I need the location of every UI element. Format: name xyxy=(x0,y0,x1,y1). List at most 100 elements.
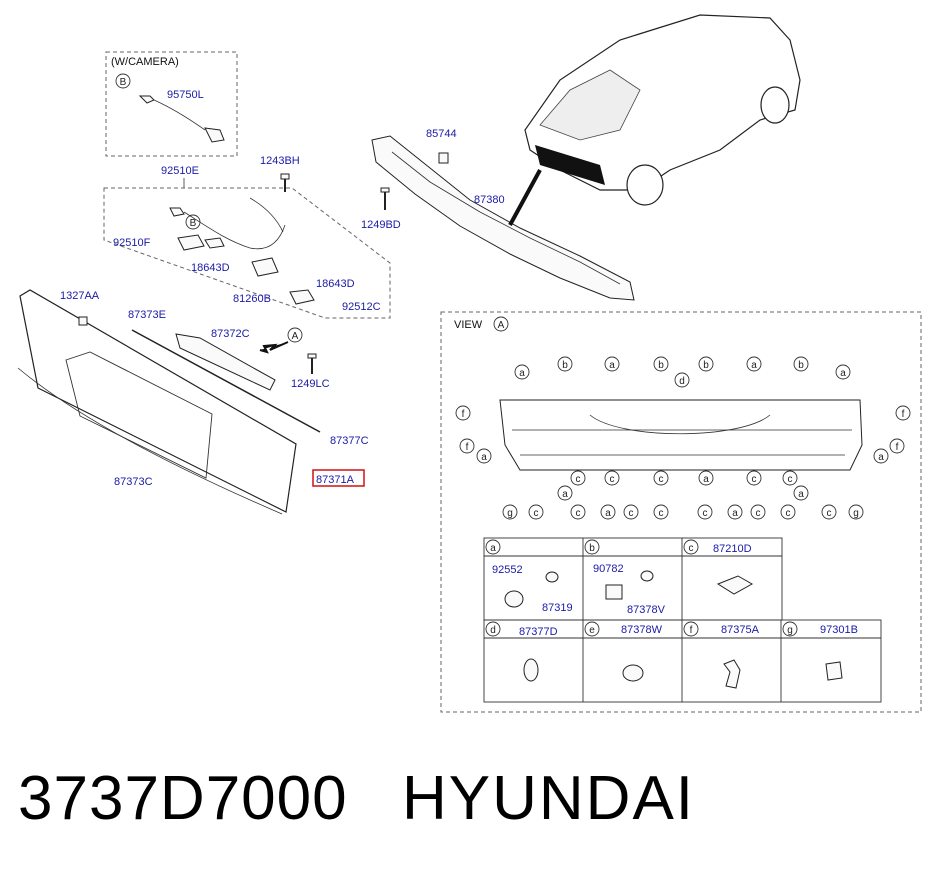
svg-text:a: a xyxy=(519,368,525,379)
svg-text:c: c xyxy=(576,474,581,485)
table-letter-b: b xyxy=(584,539,600,555)
callout-bottom-11: c xyxy=(821,504,837,520)
callout-mid-6: c xyxy=(746,470,762,486)
part-1249LC: 1249LC xyxy=(291,378,330,390)
svg-text:A: A xyxy=(292,331,299,342)
screw-icon-92552 xyxy=(504,571,559,608)
part-18643D-right: 18643D xyxy=(316,278,355,290)
svg-text:f: f xyxy=(902,409,905,420)
callout-left-f1: f xyxy=(455,405,471,421)
part-87380: 87380 xyxy=(474,194,505,206)
callout-b-camera: B xyxy=(115,73,131,89)
garnish-panel-87371A xyxy=(17,289,297,515)
callout-mid-2: c xyxy=(570,470,586,486)
svg-text:g: g xyxy=(853,508,859,519)
callout-left-f2: f xyxy=(459,438,475,454)
callout-top-6: a xyxy=(746,356,762,372)
svg-text:c: c xyxy=(659,508,664,519)
svg-text:c: c xyxy=(756,508,761,519)
callout-right-f2: f xyxy=(889,438,905,454)
callout-bottom-10: c xyxy=(780,504,796,520)
part-1249BD: 1249BD xyxy=(361,219,401,231)
bolt-icon-1243BH xyxy=(280,173,290,192)
callout-top-4: b xyxy=(653,356,669,372)
callout-view-a: A xyxy=(493,316,509,332)
svg-text:e: e xyxy=(589,625,595,636)
part-1327AA: 1327AA xyxy=(60,290,100,302)
harness-assembly-icon xyxy=(169,197,315,305)
view-label: VIEW xyxy=(454,319,483,331)
clip-icon-85744 xyxy=(438,152,449,164)
part-87373C: 87373C xyxy=(114,476,153,488)
part-18643D-left: 18643D xyxy=(191,262,230,274)
part-92512C: 92512C xyxy=(342,301,381,313)
callout-top-8: a xyxy=(835,364,851,380)
callout-mid-8: a xyxy=(793,485,809,501)
svg-text:a: a xyxy=(609,360,615,371)
clip-icon-87375A xyxy=(723,659,741,689)
callout-right-a: a xyxy=(873,448,889,464)
svg-text:c: c xyxy=(786,508,791,519)
parts-legend-table xyxy=(483,537,882,703)
part-87371A: 87371A xyxy=(316,474,355,486)
bracket-87380-icon xyxy=(371,135,635,301)
svg-text:a: a xyxy=(798,489,804,500)
svg-text:c: c xyxy=(659,474,664,485)
callout-top-1: a xyxy=(514,364,530,380)
part-87372C: 87372C xyxy=(211,328,250,340)
callout-mid-3: c xyxy=(604,470,620,486)
svg-text:c: c xyxy=(610,474,615,485)
svg-text:d: d xyxy=(490,625,496,636)
svg-text:a: a xyxy=(751,360,757,371)
callout-bottom-2: c xyxy=(528,504,544,520)
part-81260B: 81260B xyxy=(233,293,271,305)
svg-text:f: f xyxy=(462,409,465,420)
washer-icon-87378W xyxy=(622,664,644,682)
bolt-icon-1249LC xyxy=(307,353,317,374)
table-letter-g: g xyxy=(782,621,798,637)
clip-icon-87210D xyxy=(716,575,754,595)
part-87373E: 87373E xyxy=(128,309,166,321)
svg-text:b: b xyxy=(798,360,804,371)
table-f-part-1: 87375A xyxy=(721,624,760,636)
svg-text:a: a xyxy=(878,452,884,463)
svg-text:c: c xyxy=(576,508,581,519)
svg-text:c: c xyxy=(534,508,539,519)
svg-text:a: a xyxy=(490,543,496,554)
view-a-trim-drawing xyxy=(499,399,863,471)
svg-text:a: a xyxy=(840,368,846,379)
table-d-part-1: 87377D xyxy=(519,626,558,638)
handle-87372C-icon xyxy=(175,333,276,391)
svg-text:c: c xyxy=(788,474,793,485)
svg-text:f: f xyxy=(466,442,469,453)
tape-icon-97301B xyxy=(825,661,843,681)
callout-bottom-6: c xyxy=(653,504,669,520)
highlight-87371A xyxy=(312,469,365,487)
callout-mid-5: a xyxy=(698,470,714,486)
callout-bottom-8: a xyxy=(727,504,743,520)
svg-text:c: c xyxy=(827,508,832,519)
table-letter-c: c xyxy=(683,539,699,555)
svg-text:c: c xyxy=(629,508,634,519)
part-95750L: 95750L xyxy=(167,89,204,101)
callout-bottom-7: c xyxy=(697,504,713,520)
table-letter-e: e xyxy=(584,621,600,637)
pad-icon-87377D xyxy=(523,658,539,682)
table-c-part-1: 87210D xyxy=(713,543,752,555)
callout-top-5: b xyxy=(698,356,714,372)
svg-text:B: B xyxy=(190,218,197,229)
strip-87373E-icon xyxy=(131,329,321,433)
clip-icon-90782 xyxy=(605,570,654,600)
svg-text:B: B xyxy=(120,77,127,88)
callout-b-harness: B xyxy=(185,214,201,230)
svg-text:g: g xyxy=(507,508,513,519)
view-a-box xyxy=(440,311,922,713)
svg-text:f: f xyxy=(690,625,693,636)
svg-text:c: c xyxy=(752,474,757,485)
svg-text:d: d xyxy=(679,376,685,387)
part-92510E: 92510E xyxy=(161,165,199,177)
callout-right-f1: f xyxy=(895,405,911,421)
table-letter-a: a xyxy=(485,539,501,555)
table-letter-f: f xyxy=(683,621,699,637)
